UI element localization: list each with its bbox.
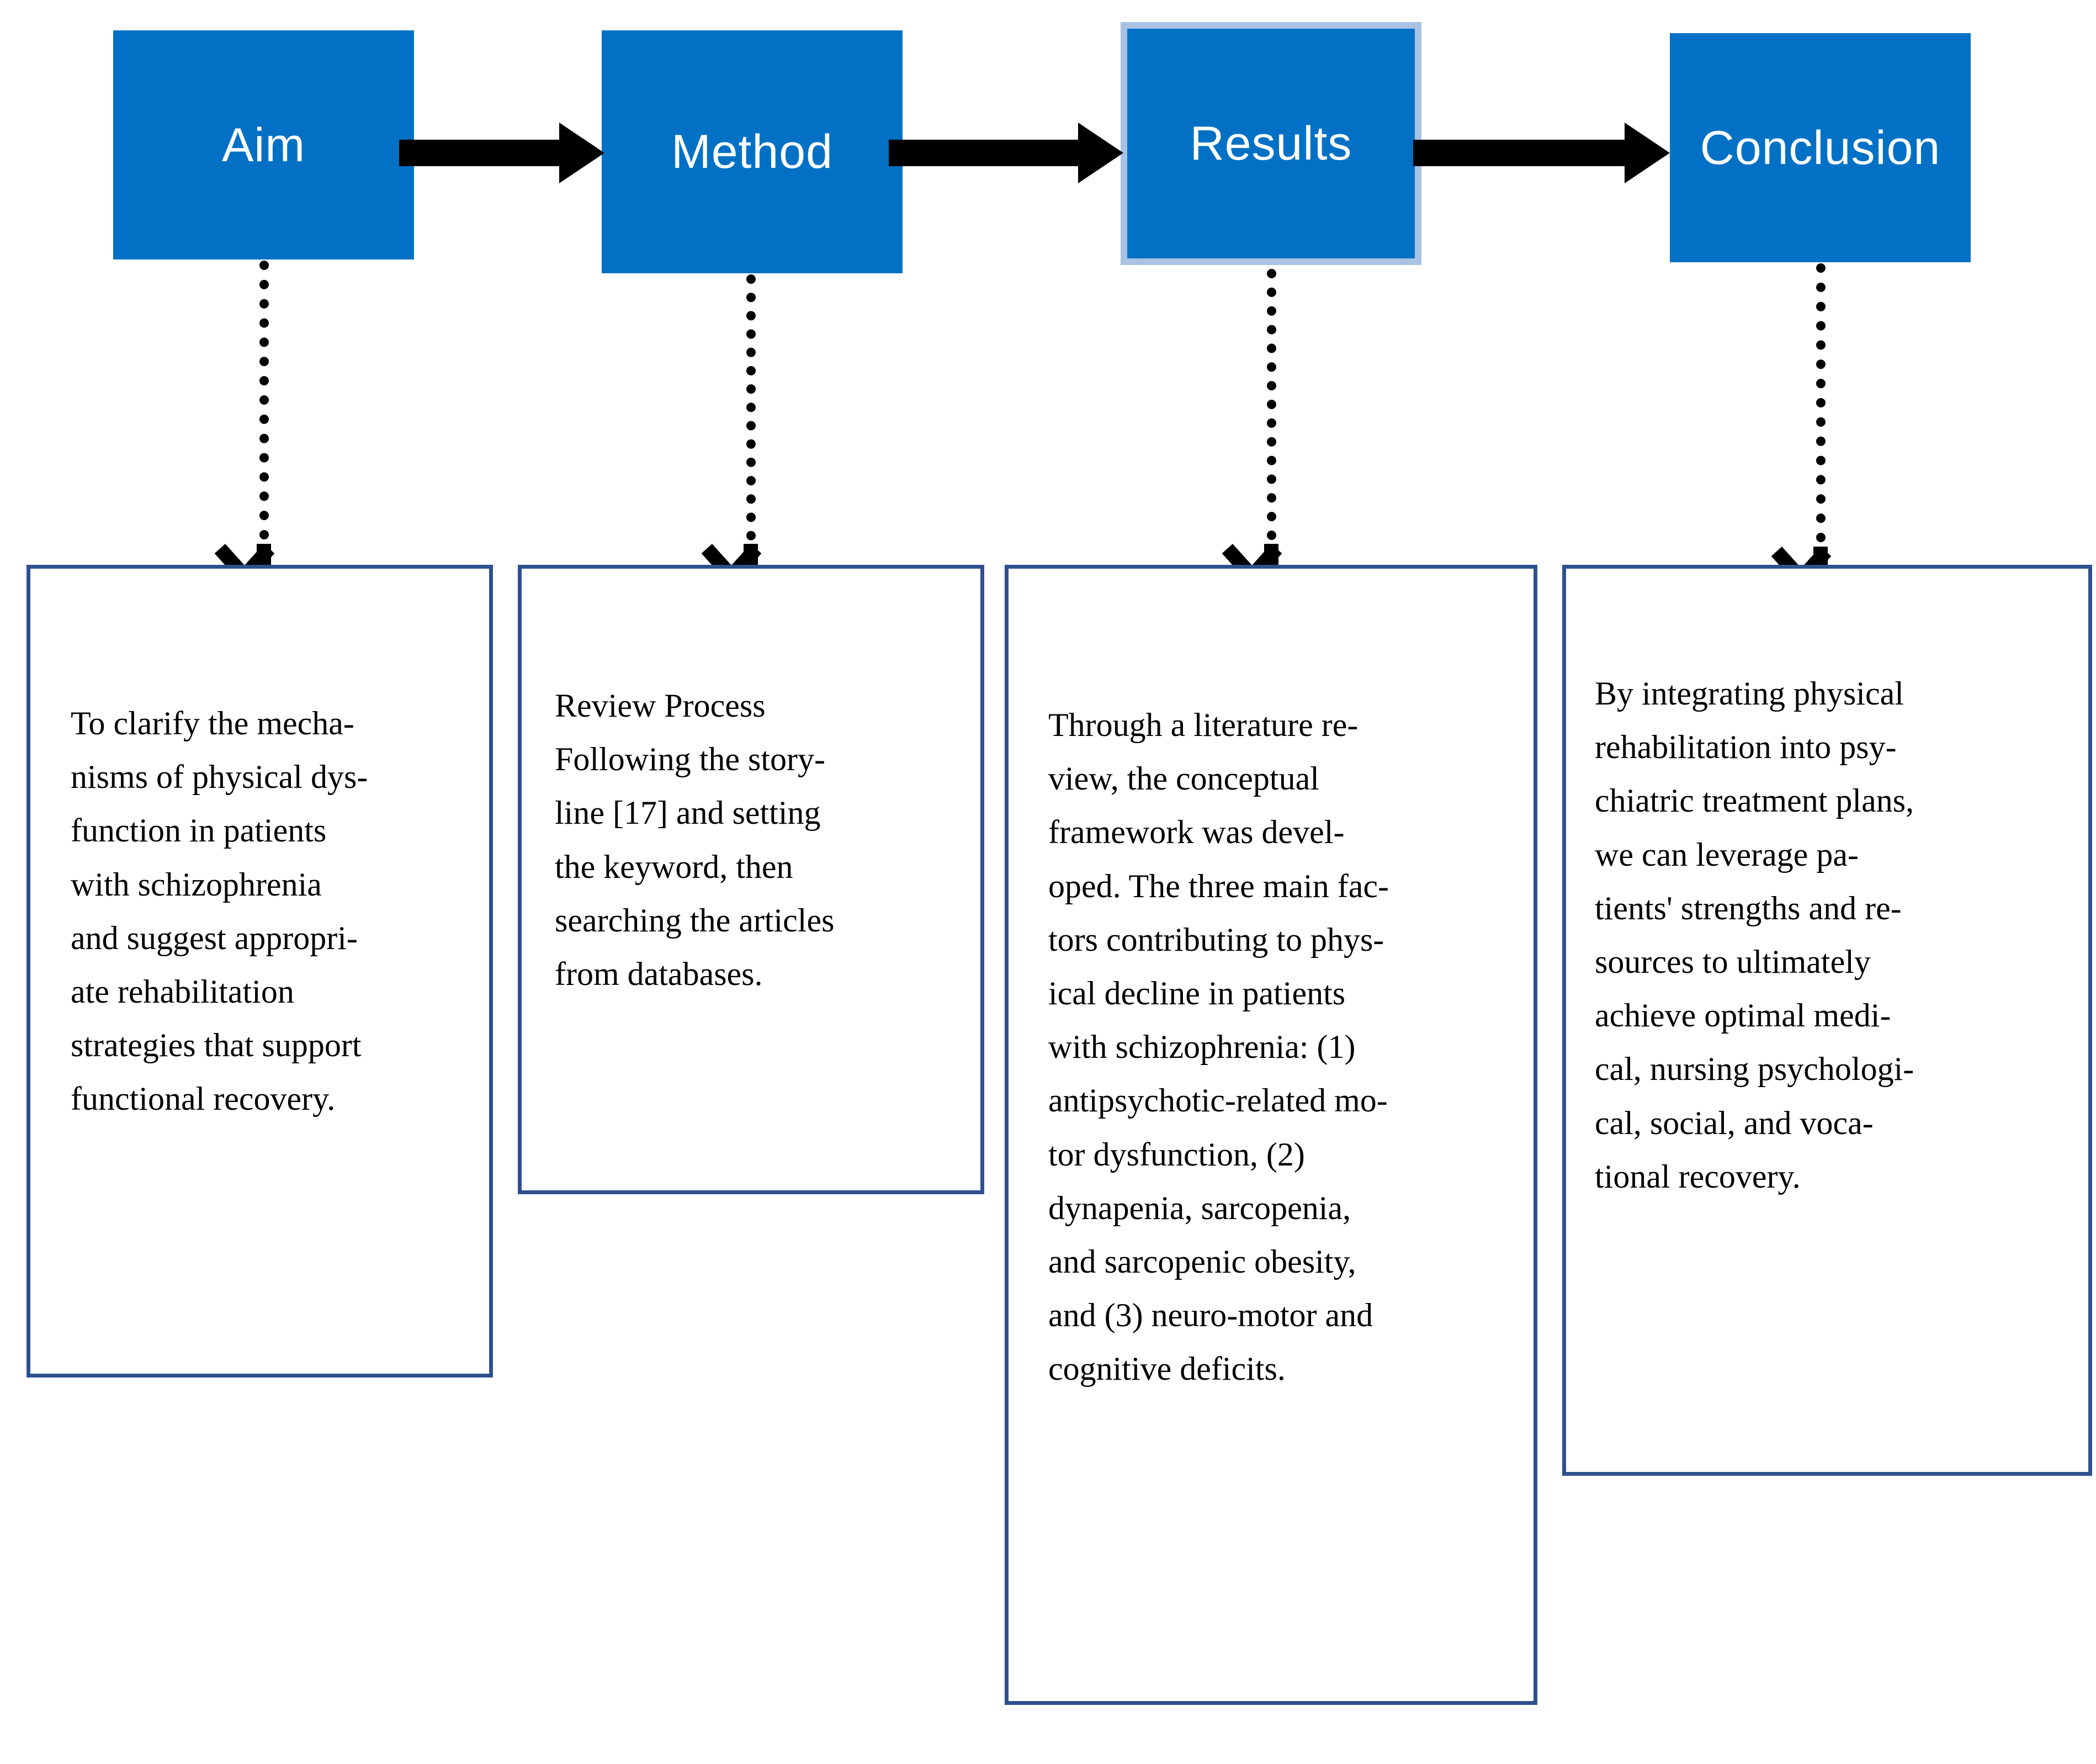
connector-method <box>746 274 756 559</box>
arrow-shaft <box>889 140 1081 166</box>
arrow-shaft <box>1413 140 1627 166</box>
stage-label-method: Method <box>671 125 833 178</box>
connector-aim <box>259 261 269 559</box>
stage-box-method[interactable]: Method <box>602 30 903 273</box>
text-box-method-body: Review Process Following the story- line… <box>555 687 835 992</box>
text-box-results: Through a literature re- view, the conce… <box>1005 565 1537 1705</box>
stage-label-aim: Aim <box>221 118 306 172</box>
text-box-results-body: Through a literature re- view, the conce… <box>1048 707 1389 1387</box>
text-box-aim-body: To clarify the mecha- nisms of physical … <box>71 705 368 1117</box>
connector-conclusion <box>1816 263 1826 561</box>
stage-box-aim[interactable]: Aim <box>113 30 414 259</box>
arrow-head <box>559 123 604 183</box>
arrow-shaft <box>399 140 562 166</box>
arrow-head <box>1625 123 1670 183</box>
text-box-conclusion-body: By integrating physical rehabilitation i… <box>1595 675 1914 1195</box>
stage-label-conclusion: Conclusion <box>1700 121 1941 174</box>
stage-box-conclusion[interactable]: Conclusion <box>1670 33 1971 262</box>
text-box-method: Review Process Following the story- line… <box>518 565 984 1194</box>
stage-label-results: Results <box>1190 117 1352 170</box>
text-box-conclusion: By integrating physical rehabilitation i… <box>1562 565 2092 1476</box>
text-box-aim: To clarify the mecha- nisms of physical … <box>26 565 493 1378</box>
connector-results <box>1267 269 1276 559</box>
arrow-head <box>1078 123 1123 183</box>
stage-box-results[interactable]: Results <box>1121 22 1421 265</box>
